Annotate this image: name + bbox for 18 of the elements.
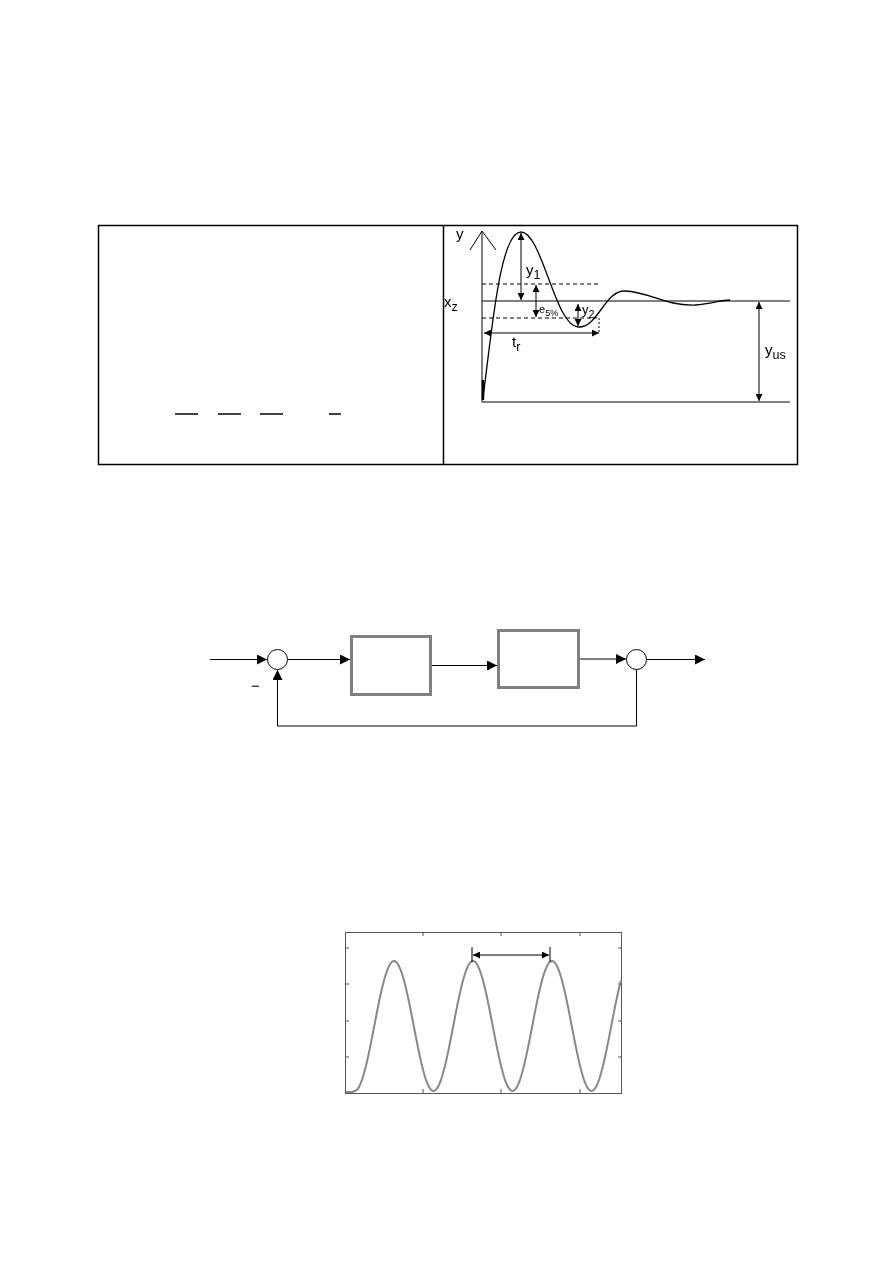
dimension-label: t$_{r}$ xyxy=(512,334,521,355)
arrow xyxy=(431,660,498,671)
summing-junction xyxy=(626,649,647,670)
arrow xyxy=(287,654,351,665)
minus-sign: − xyxy=(251,678,260,694)
block-box xyxy=(350,635,432,696)
block-box xyxy=(497,629,580,689)
dimension-label: y$_{2}$ xyxy=(582,302,595,322)
arrow xyxy=(579,654,627,664)
arrow xyxy=(209,654,268,665)
dimension-label: e$_{5%}$ xyxy=(539,302,559,321)
dimension-label: y$_{us}$ xyxy=(765,342,786,363)
summing-junction xyxy=(267,649,288,670)
dimension-label: y$_{1}$ xyxy=(526,262,541,283)
arrow xyxy=(272,669,637,727)
dimension-label: x$_{z}$ xyxy=(444,294,458,315)
arrow xyxy=(646,654,706,665)
axis-label: y xyxy=(456,226,464,242)
